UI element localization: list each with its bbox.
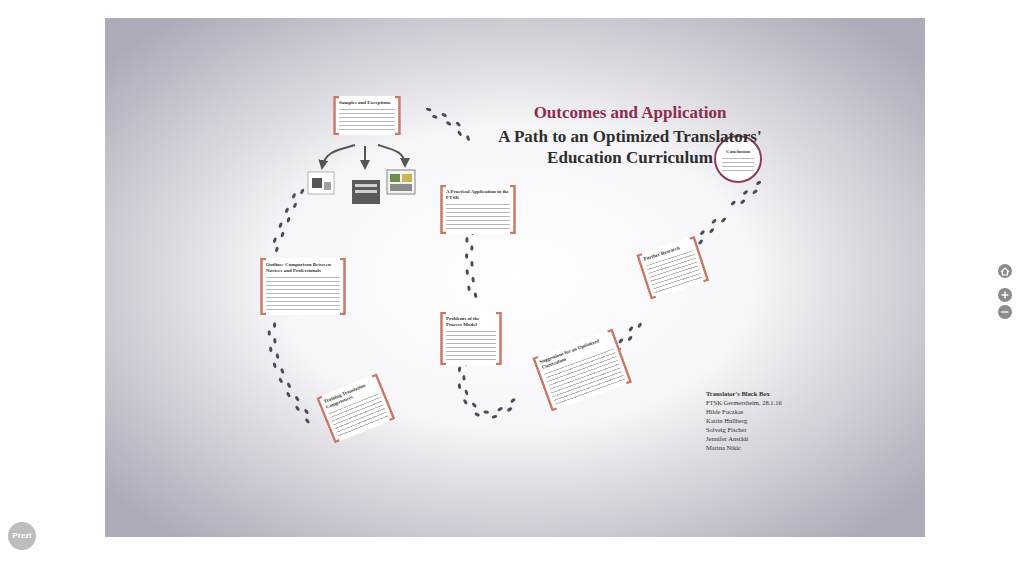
footprint [709,228,715,234]
credit-line: Jennifer Anstädt [706,435,846,443]
footprint [491,415,497,419]
footprint [441,112,447,117]
footprint [292,202,297,208]
footprint [295,405,301,411]
footprint [618,338,624,344]
unreadable-body-lines [446,204,510,230]
zoom-controls [998,264,1012,319]
footprint [698,239,704,245]
footprint [269,346,273,352]
footprint [506,407,512,413]
bracket-outline [532,329,632,412]
footprint [467,285,471,291]
footprint [457,130,463,136]
footprint [284,207,289,213]
footprint [470,261,473,267]
footprint [510,397,516,403]
footprint [465,253,468,259]
footprint [278,222,283,228]
footprint [280,368,285,374]
footprint [740,199,746,205]
footprint [742,190,748,196]
footprint [286,382,291,388]
thumbnail-images [308,170,415,204]
slide-heading: Problems of the Process Model [446,316,496,328]
unreadable-body-lines [446,331,496,361]
footprint [711,218,717,224]
footprint [303,408,309,414]
footprint [273,322,276,328]
footprint [457,366,461,372]
logo-badge [8,522,36,550]
credit-line: Katrin Hullberg [706,417,846,425]
slide-frame: Problems of the Process Model [440,312,502,365]
footprint [462,399,468,405]
credit-line: FTSK Germersheim, 28.1.16 [706,399,846,407]
title: Outcomes and Application [470,102,790,124]
footprint [628,326,634,332]
footprint [464,389,469,395]
footprint [465,269,469,275]
slide-heading: Conclusion [722,149,754,155]
footprint [294,395,300,401]
footprint [755,180,761,186]
footprint [445,121,451,127]
footprint [471,277,475,283]
footprint [291,193,296,199]
footprint [473,292,477,298]
footprint [730,200,736,206]
unreadable-body-lines [722,158,754,172]
footprint [752,189,758,195]
stage-panel [105,18,925,537]
footprint [286,391,292,397]
footprint [278,377,283,383]
logo-text: Prezi [8,530,36,541]
footprint [455,121,461,127]
footprint [466,135,471,141]
slide-frame: Outline: Comparison Between Novices and … [260,258,346,315]
footprint [273,338,277,344]
footprint [720,217,726,223]
slide-heading: Samples and Exceptions [339,100,395,106]
footprint [462,375,465,381]
footprint [280,231,285,237]
unreadable-body-lines [266,277,340,311]
footprint [470,245,473,251]
footprint [272,237,277,243]
credit-line: Translator's Black Box [706,390,846,398]
footprint [627,335,633,341]
slide-heading: Outline: Comparison Between Novices and … [266,262,340,274]
footprint [274,246,279,252]
footprint [497,406,503,411]
footprint [483,410,489,414]
footprint [465,237,468,243]
unreadable-body-lines [339,109,395,131]
footprint [637,322,643,328]
bracket-outline [636,236,709,300]
credit-line: Hilde Fuczkas [706,408,846,416]
footprint [474,412,480,417]
footprint [471,402,477,408]
footprint [699,230,705,236]
footprint [304,418,310,424]
footprint [457,383,461,389]
footprint [286,217,291,223]
footprint [275,353,279,359]
footprint [426,107,432,112]
subtitle: A Path to an Optimized Translators' Educ… [465,126,795,168]
credit-line: Solveig Fischer [706,426,846,434]
footprint [272,362,277,368]
footprint [268,330,271,336]
split-arrows [322,145,405,168]
credit-line: Marina Nikic [706,444,846,452]
slide-frame: A Practical Application in the FTSK [440,185,516,234]
slide-heading: A Practical Application in the FTSK [446,189,510,201]
footprint [432,114,438,119]
footprint [300,188,306,194]
slide-frame: Samples and Exceptions [333,96,401,135]
